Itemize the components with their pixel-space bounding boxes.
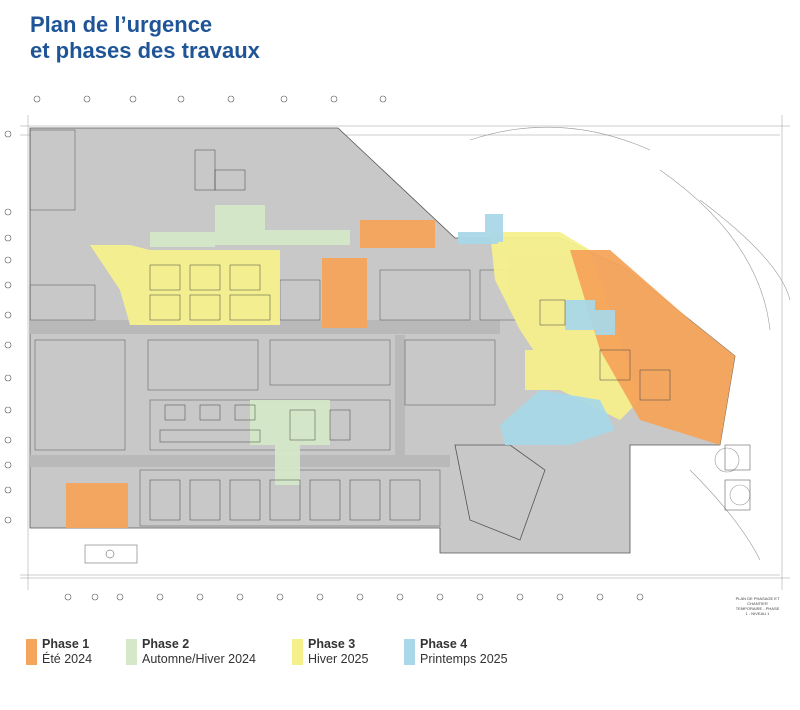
entrance-wing	[454, 444, 546, 541]
legend-swatch-phase-2	[126, 639, 137, 665]
legend-swatch-phase-1	[26, 639, 37, 665]
legend-phase-2-season: Automne/Hiver 2024	[142, 652, 256, 666]
legend-phase-1-season: Été 2024	[42, 652, 93, 666]
title-line-2: et phases des travaux	[30, 38, 260, 63]
legend-swatch-phase-4	[404, 639, 415, 665]
legend-phase-3-season: Hiver 2025	[308, 652, 369, 666]
grid-markers-left	[4, 130, 12, 524]
page-title: Plan de l’urgence et phases des travaux	[30, 12, 260, 64]
stamp-line-3: TEMPORAIRE - PHASE	[735, 606, 780, 611]
plan-details	[105, 149, 751, 559]
grid-markers-bottom	[64, 593, 644, 601]
stamp-line-4: 1 - NIVEAU 1	[745, 611, 770, 616]
grid-markers-top	[33, 95, 387, 103]
title-line-1: Plan de l’urgence	[30, 12, 213, 37]
legend-phase-2-name: Phase 2	[142, 637, 190, 651]
legend-phase-3-name: Phase 3	[308, 637, 356, 651]
legend-phase-4-name: Phase 4	[420, 637, 468, 651]
floor-plan	[4, 95, 791, 601]
stamp-line-2: CHANTIER	[747, 601, 768, 606]
legend-swatch-phase-3	[292, 639, 303, 665]
title-block-stamp: PLAN DE PHASAGE ET CHANTIER TEMPORAIRE -…	[730, 596, 785, 616]
phase-1-zones	[66, 220, 735, 528]
site-curves	[469, 126, 791, 561]
phase-4-zones	[458, 214, 615, 445]
legend-phase-4-season: Printemps 2025	[420, 652, 508, 666]
stamp-line-1: PLAN DE PHASAGE ET	[735, 596, 780, 601]
legend-phase-1-name: Phase 1	[42, 637, 90, 651]
